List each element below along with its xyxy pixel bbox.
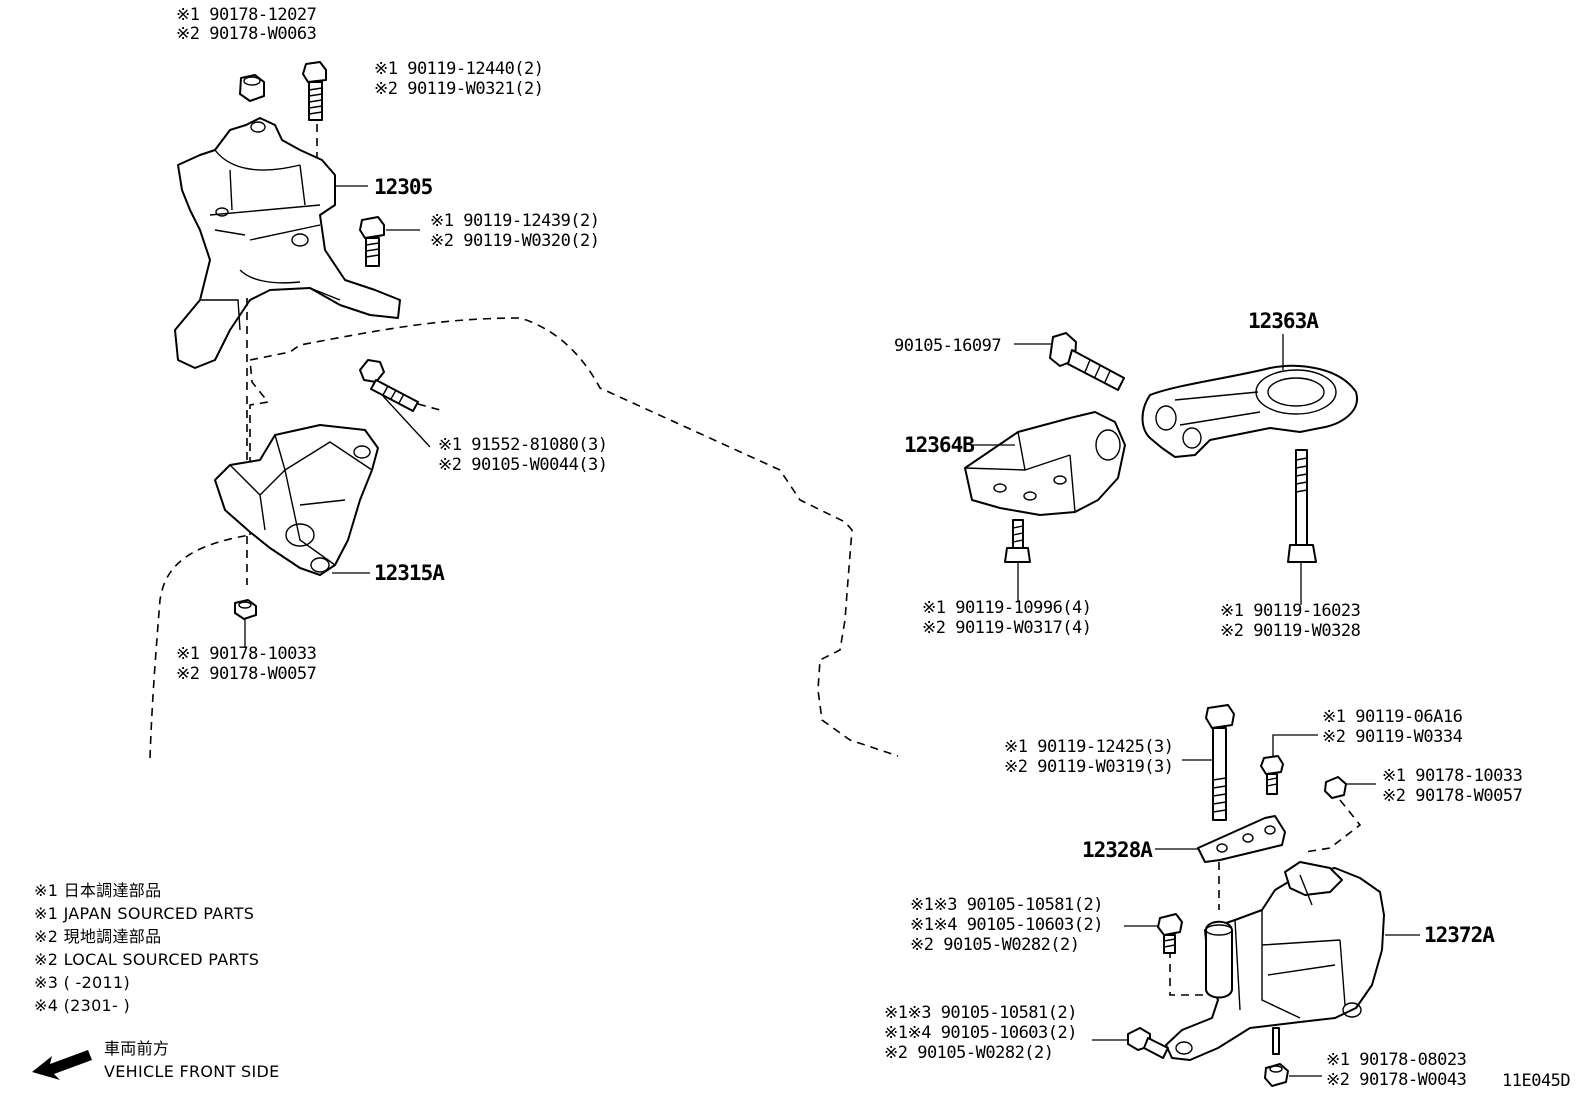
label-bolt-12363A-2: ※2 90119-W0328: [1220, 621, 1361, 641]
front-label-en: VEHICLE FRONT SIDE: [104, 1062, 280, 1081]
legend-line-1: ※1 日本調達部品: [34, 881, 161, 900]
bracket-12364B-icon: [964, 411, 1126, 516]
nut-bottom-right-icon: [1264, 1063, 1289, 1087]
bolt-diagonal-icon: [359, 359, 419, 412]
leader-nut-right-dash: [1304, 799, 1362, 853]
label-bolt-group-lower-2: ※1※4 90105-10603(2): [884, 1023, 1077, 1043]
label-bolt-group-lower-3: ※2 90105-W0282(2): [884, 1043, 1054, 1063]
leader-bolt-diagonal: [382, 395, 431, 448]
label-bolt-mid-2: ※2 90119-W0320(2): [430, 231, 600, 251]
label-bolt-06A16-1: ※1 90119-06A16: [1322, 707, 1463, 727]
label-nut-bottom-right-1: ※1 90178-08023: [1326, 1050, 1466, 1070]
engine-outline: [149, 317, 899, 759]
nut-top-icon: [239, 74, 265, 102]
engine-mount-bracket-12315A-icon: [214, 424, 379, 576]
label-bolt-06A16-2: ※2 90119-W0334: [1322, 727, 1463, 747]
label-bolt-mid-1: ※1 90119-12439(2): [430, 211, 600, 231]
label-nut-bottom-right-2: ※2 90178-W0043: [1326, 1070, 1466, 1090]
legend-line-2: ※1 JAPAN SOURCED PARTS: [34, 904, 254, 923]
label-bolt-group-upper-3: ※2 90105-W0282(2): [910, 935, 1080, 955]
label-12363A: 12363A: [1248, 309, 1319, 333]
label-bolt-12364B-2: ※2 90119-W0317(4): [922, 618, 1092, 638]
label-bolt-12364B-1: ※1 90119-10996(4): [922, 598, 1092, 618]
bolt-mid-icon: [359, 216, 385, 267]
engine-mount-12372A-icon: [1165, 861, 1385, 1061]
figure-code: 11E045D: [1502, 1071, 1570, 1091]
bolt-top-icon: [302, 61, 327, 121]
label-nut-left-bottom-1: ※1 90178-10033: [176, 644, 316, 664]
label-bolt-long-1: ※1 90119-12425(3): [1004, 737, 1174, 757]
label-bolt-top-1: ※1 90119-12440(2): [374, 59, 544, 79]
nut-right-icon: [1324, 776, 1347, 799]
bolt-12363A-long-icon: [1287, 449, 1317, 563]
legend-line-3: ※2 現地調達部品: [34, 927, 161, 946]
legend-line-4: ※2 LOCAL SOURCED PARTS: [34, 950, 259, 969]
front-label-jp: 車両前方: [104, 1039, 169, 1058]
label-bolt-group-lower-1: ※1※3 90105-10581(2): [884, 1003, 1077, 1023]
bolt-06A16-icon: [1260, 755, 1284, 795]
label-bolt-top-2: ※2 90119-W0321(2): [374, 79, 544, 99]
label-nut-top-1: ※1 90178-12027: [176, 5, 316, 25]
bolt-group-lower-icon: [1127, 1027, 1169, 1059]
label-bolt-group-upper-2: ※1※4 90105-10603(2): [910, 915, 1103, 935]
label-bolt-diagonal-1: ※1 91552-81080(3): [438, 435, 608, 455]
bolt-long-icon: [1205, 704, 1235, 821]
legend-line-6: ※4 (2301- ): [34, 996, 130, 1015]
label-12328A: 12328A: [1082, 838, 1153, 862]
label-nut-left-bottom-2: ※2 90178-W0057: [176, 664, 316, 684]
label-bolt-group-upper-1: ※1※3 90105-10581(2): [910, 895, 1103, 915]
torque-rod-12363A-icon: [1141, 364, 1358, 458]
label-12315A: 12315A: [374, 561, 445, 585]
label-12305: 12305: [374, 175, 433, 199]
label-nut-top-2: ※2 90178-W0063: [176, 24, 316, 44]
bolt-90105-16097-icon: [1049, 332, 1125, 391]
nut-left-bottom-icon: [234, 599, 257, 620]
bolt-group-upper-icon: [1157, 913, 1183, 954]
legend-line-5: ※3 ( -2011): [34, 973, 130, 992]
bolt-12364B-icon: [1004, 519, 1031, 563]
label-bolt-12363A-1: ※1 90119-16023: [1220, 601, 1360, 621]
label-90105-16097: 90105-16097: [894, 336, 1001, 356]
label-12364B: 12364B: [904, 433, 974, 457]
label-nut-right-2: ※2 90178-W0057: [1382, 786, 1522, 806]
leader-bolt-diagonal-dash: [417, 403, 441, 411]
leader-12372A-dash: [1169, 950, 1205, 996]
label-12372A: 12372A: [1424, 923, 1495, 947]
label-nut-right-1: ※1 90178-10033: [1382, 766, 1522, 786]
engine-mount-bracket-12305-icon: [174, 117, 401, 369]
vehicle-front-arrow-icon: [32, 1050, 92, 1080]
label-bolt-diagonal-2: ※2 90105-W0044(3): [438, 455, 608, 475]
label-bolt-long-2: ※2 90119-W0319(3): [1004, 757, 1174, 777]
plate-12328A-icon: [1197, 815, 1286, 863]
leader-bolt-06A16: [1272, 734, 1318, 756]
